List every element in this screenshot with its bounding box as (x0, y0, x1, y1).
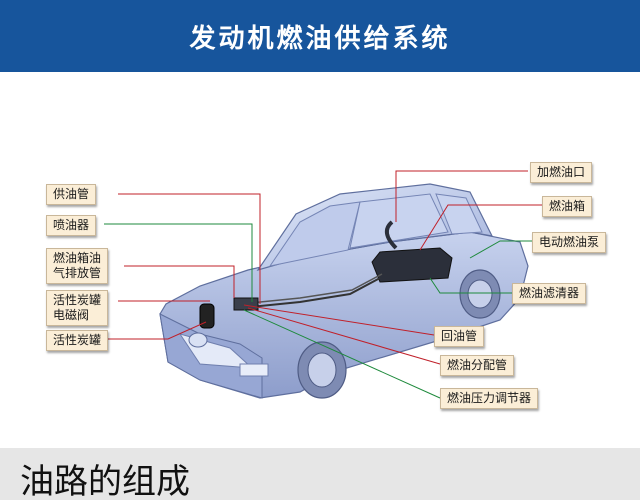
label-tank-vent-pipe: 燃油箱油 气排放管 (46, 248, 109, 284)
engine-components (233, 297, 259, 311)
charcoal-canister (199, 303, 215, 329)
rear-wheel (459, 269, 501, 319)
car-fuel-system-illustration (104, 170, 542, 399)
front-wheel (297, 341, 347, 399)
label-fuel-tank: 燃油箱 (542, 196, 593, 217)
diagram-area: 供油管 喷油器 燃油箱油 气排放管 活性炭罐 电磁阀 活性炭罐 加燃油口 燃油箱… (0, 72, 640, 448)
leader-lines (104, 170, 542, 399)
label-electric-fuel-pump: 电动燃油泵 (532, 232, 607, 253)
fuel-lines (239, 273, 383, 309)
caption-text: 油路的组成 (20, 462, 190, 502)
caption-bar: 油路的组成 (0, 448, 640, 502)
label-pressure-regulator: 燃油压力调节器 (440, 388, 539, 409)
label-fuel-supply-pipe: 供油管 (46, 184, 97, 205)
label-fuel-rail: 燃油分配管 (440, 355, 515, 376)
label-fuel-filler: 加燃油口 (530, 162, 593, 183)
label-charcoal-canister: 活性炭罐 (46, 330, 109, 351)
label-return-pipe: 回油管 (434, 326, 485, 347)
fuel-tank-assembly (371, 220, 453, 283)
page-title: 发动机燃油供给系统 (189, 23, 451, 54)
title-banner: 发动机燃油供给系统 (0, 0, 640, 72)
label-injector: 喷油器 (46, 215, 97, 236)
label-fuel-filter: 燃油滤清器 (512, 283, 587, 304)
label-canister-solenoid: 活性炭罐 电磁阀 (46, 290, 109, 326)
